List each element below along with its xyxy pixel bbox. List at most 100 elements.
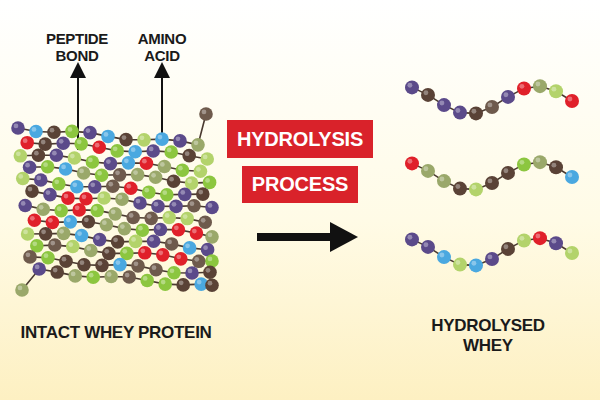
- amino-acid-bead: [122, 270, 136, 284]
- peptide-chain: [23, 179, 203, 195]
- amino-acid-bead: [185, 176, 199, 190]
- amino-acid-bead: [405, 156, 419, 170]
- amino-acid-bead: [118, 222, 132, 236]
- amino-acid-bead: [565, 246, 579, 260]
- amino-acid-bead: [11, 121, 25, 135]
- amino-acid-bead: [75, 229, 89, 243]
- amino-acid-bead: [46, 216, 60, 230]
- amino-acid-bead: [144, 212, 158, 226]
- amino-acid-bead: [178, 188, 192, 202]
- amino-acid-bead: [469, 106, 483, 120]
- amino-acid-bead: [501, 166, 515, 180]
- amino-acid-bead: [158, 277, 172, 291]
- amino-acid-bead: [485, 176, 499, 190]
- amino-acid-bead: [59, 254, 73, 268]
- amino-acid-bead: [68, 151, 82, 165]
- amino-acid-bead: [167, 266, 181, 280]
- amino-acid-bead: [549, 160, 563, 174]
- amino-acid-bead: [149, 263, 163, 277]
- amino-acid-bead: [173, 134, 187, 148]
- amino-acid-bead: [56, 137, 70, 151]
- amino-acid-bead: [18, 199, 32, 213]
- amino-acid-bead: [160, 188, 174, 202]
- amino-acid-bead: [154, 223, 168, 237]
- amino-acid-bead: [48, 238, 62, 252]
- amino-acid-bead: [162, 211, 176, 225]
- amino-acid-bead: [176, 163, 190, 177]
- amino-acid-bead: [421, 164, 435, 178]
- amino-acid-bead: [155, 132, 169, 146]
- amino-acid-bead: [104, 157, 118, 171]
- amino-acid-bead: [14, 149, 28, 163]
- amino-acid-bead: [54, 204, 68, 218]
- amino-acid-bead: [196, 187, 210, 201]
- amino-acid-bead: [113, 258, 127, 272]
- amino-acid-bead: [182, 149, 196, 163]
- amino-acid-bead: [533, 155, 547, 169]
- amino-acid-bead: [198, 215, 212, 229]
- amino-acid-bead: [106, 179, 120, 193]
- amino-acid-bead: [192, 255, 206, 269]
- amino-acid-bead: [156, 248, 170, 262]
- amino-acid-bead: [28, 214, 42, 228]
- amino-acid-bead: [469, 258, 483, 272]
- amino-acid-bead: [64, 215, 78, 229]
- amino-acid-bead: [453, 182, 467, 196]
- peptide-chain: [25, 205, 205, 222]
- amino-acid-bead: [110, 144, 124, 158]
- text-label: HYDROLYSED WHEY: [423, 316, 553, 355]
- amino-acid-bead: [194, 165, 208, 179]
- amino-acid-bead: [172, 223, 186, 237]
- peptide-chain: [412, 238, 572, 265]
- amino-acid-bead: [41, 160, 55, 174]
- amino-acid-bead: [200, 152, 214, 166]
- amino-acid-bead: [111, 235, 125, 249]
- amino-acid-bead: [32, 148, 46, 162]
- amino-acid-bead: [101, 130, 115, 144]
- amino-acid-bead: [66, 240, 80, 254]
- amino-acid-bead: [421, 88, 435, 102]
- amino-acid-bead: [95, 259, 109, 273]
- amino-acid-bead: [203, 176, 217, 190]
- amino-acid-bead: [104, 270, 118, 284]
- process-label: HYDROLYSIS: [237, 128, 363, 151]
- amino-acid-bead: [131, 168, 145, 182]
- amino-acid-bead: [113, 168, 127, 182]
- amino-acid-bead: [205, 278, 219, 292]
- amino-acid-bead: [203, 266, 217, 280]
- amino-acid-bead: [21, 227, 35, 241]
- amino-acid-bead: [83, 126, 97, 140]
- amino-acid-bead: [437, 174, 451, 188]
- amino-acid-bead: [36, 203, 50, 217]
- amino-acid-bead: [185, 266, 199, 280]
- amino-acid-bead: [190, 226, 204, 240]
- amino-acid-bead: [453, 106, 467, 120]
- amino-acid-bead: [68, 269, 82, 283]
- amino-acid-bead: [133, 196, 147, 210]
- text-label: INTACT WHEY PROTEIN: [1, 323, 231, 343]
- amino-acid-bead: [131, 259, 145, 273]
- amino-acid-bead: [199, 107, 213, 121]
- amino-acid-bead: [29, 125, 43, 139]
- amino-acid-bead: [517, 233, 531, 247]
- amino-acid-bead: [158, 160, 172, 174]
- amino-acid-bead: [41, 251, 55, 265]
- amino-acid-bead: [149, 171, 163, 185]
- amino-acid-bead: [140, 274, 154, 288]
- amino-acid-bead: [77, 258, 91, 272]
- amino-acid-bead: [84, 244, 98, 258]
- amino-acid-bead: [47, 125, 61, 139]
- amino-acid-bead: [88, 180, 102, 194]
- amino-acid-bead: [176, 278, 190, 292]
- amino-acid-bead: [25, 184, 39, 198]
- amino-acid-bead: [15, 283, 29, 297]
- process-arrow: [257, 222, 358, 252]
- amino-acid-bead: [517, 157, 531, 171]
- process-box: HYDROLYSIS: [227, 120, 373, 158]
- text-label: AMINO ACID: [122, 30, 202, 65]
- amino-acid-bead: [16, 172, 30, 186]
- amino-acid-bead: [137, 133, 151, 147]
- amino-acid-bead: [138, 246, 152, 260]
- amino-acid-bead: [191, 138, 205, 152]
- amino-acid-bead: [115, 192, 129, 206]
